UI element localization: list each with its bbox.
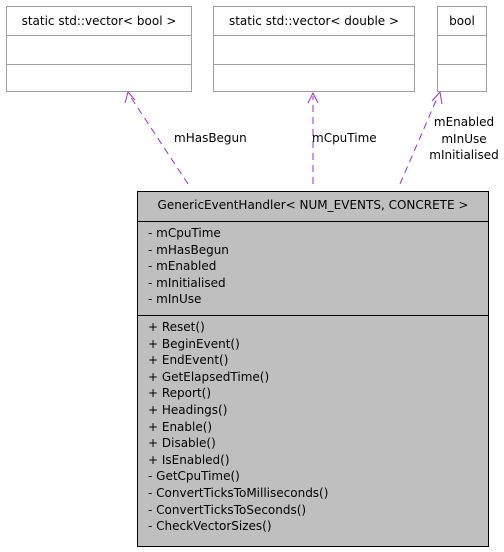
attribute: - mInitialised [148, 275, 226, 290]
operation: - CheckVectorSizes() [148, 519, 272, 534]
has-begun-edge [129, 95, 189, 185]
operation: + Reset() [148, 320, 205, 334]
edge-label-has-begun: mHasBegun [174, 130, 247, 147]
cpu-time-arrowhead [307, 91, 319, 104]
attributes-compartment [438, 35, 486, 64]
operation: - ConvertTicksToMilliseconds() [148, 485, 329, 500]
operation: + Report() [148, 386, 212, 401]
class-name: static std::vector< bool > [21, 14, 177, 28]
operation: + EndEvent() [148, 353, 229, 368]
operation: - GetCpuTime() [148, 469, 240, 484]
attribute: - mEnabled [148, 259, 217, 274]
operations-compartment: + Reset() + BeginEvent() + EndEvent() + … [138, 315, 488, 535]
operations-compartment [214, 64, 414, 91]
operation: + Enable() [148, 419, 213, 434]
operation: + Disable() [148, 436, 216, 451]
operation: + BeginEvent() [148, 336, 240, 351]
edge-label-line: mCpuTime [312, 131, 377, 145]
class-name: static std::vector< double > [228, 14, 400, 28]
edge-label-flags: mEnabled mInUse mInitialised [424, 114, 504, 164]
attributes-compartment [7, 35, 191, 64]
attribute: - mCpuTime [148, 226, 221, 240]
operation: + IsEnabled() [148, 452, 230, 467]
operations-compartment [7, 64, 191, 91]
attributes-compartment: - mCpuTime - mHasBegun - mEnabled - mIni… [138, 221, 488, 315]
class-box-bool: bool [437, 6, 487, 92]
has-begun-arrowhead [124, 90, 136, 104]
edge-label-line: mEnabled [433, 115, 495, 129]
edge-label-line: mInUse [441, 131, 487, 146]
edge-label-line: mInitialised [429, 148, 499, 162]
edge-label-cpu-time: mCpuTime [312, 130, 377, 147]
class-box-generic-event-handler: GenericEventHandler< NUM_EVENTS, CONCRET… [137, 191, 489, 547]
operation: - ConvertTicksToSeconds() [148, 502, 307, 517]
operation: + GetElapsedTime() [148, 369, 270, 384]
attributes-compartment [214, 35, 414, 64]
operation: + Headings() [148, 402, 228, 417]
class-box-double-vector: static std::vector< double > [213, 6, 415, 92]
edge-label-line: mHasBegun [174, 131, 247, 145]
attribute: - mInUse [148, 292, 202, 307]
class-box-bool-vector: static std::vector< bool > [6, 6, 192, 92]
flags-arrowhead [431, 90, 443, 105]
operations-compartment [438, 64, 486, 91]
class-name: bool [449, 14, 475, 28]
attribute: - mHasBegun [148, 242, 229, 257]
flags-edge [399, 95, 439, 185]
class-name: GenericEventHandler< NUM_EVENTS, CONCRET… [157, 198, 469, 212]
